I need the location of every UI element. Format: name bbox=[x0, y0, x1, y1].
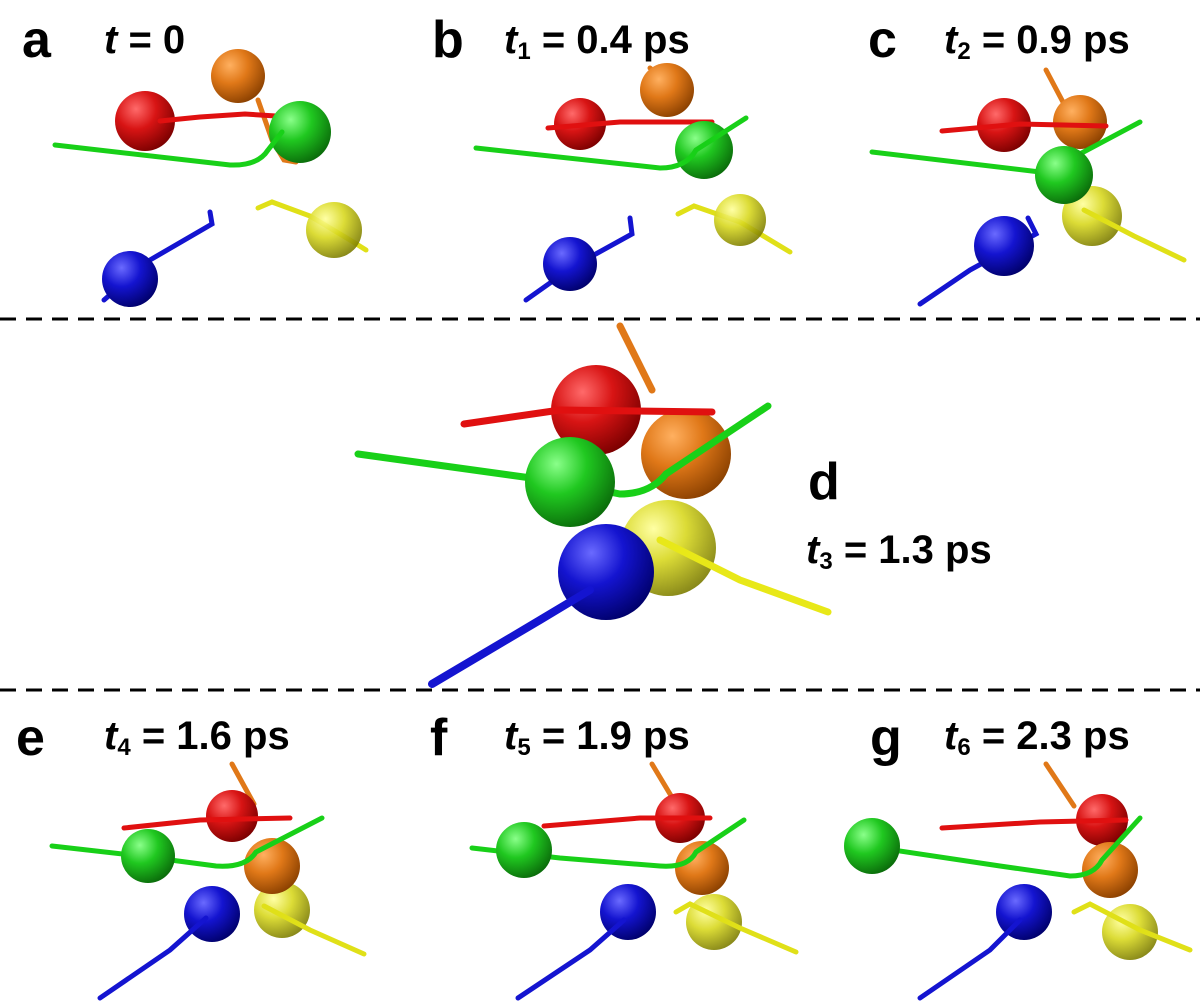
time-label-b: t1 = 0.4 ps bbox=[504, 20, 690, 64]
time-subscript: 4 bbox=[117, 734, 131, 761]
orange-chain bbox=[616, 322, 656, 394]
red-chain bbox=[460, 406, 716, 428]
green-chain bbox=[469, 817, 747, 869]
yellow-chain bbox=[1081, 207, 1187, 263]
orange-sphere bbox=[675, 841, 729, 895]
time-value: = 1.6 ps bbox=[141, 714, 290, 758]
red-chain bbox=[939, 121, 1109, 134]
blue-chain bbox=[97, 915, 209, 1001]
red-sphere bbox=[115, 91, 175, 151]
red-chain bbox=[939, 817, 1129, 831]
panel-g-molecules bbox=[844, 761, 1193, 1001]
time-value: = 0.9 ps bbox=[981, 18, 1130, 62]
blue-sphere bbox=[184, 886, 240, 942]
blue-sphere bbox=[102, 251, 158, 307]
panel-letter-d: d bbox=[808, 453, 840, 511]
panel-letter-e: e bbox=[16, 709, 45, 767]
time-symbol: t bbox=[504, 18, 518, 62]
yellow-chain bbox=[673, 901, 799, 955]
yellow-sphere bbox=[714, 194, 766, 246]
yellow-chain bbox=[656, 536, 832, 616]
time-symbol: t bbox=[504, 714, 518, 758]
time-value: = 0.4 ps bbox=[541, 18, 690, 62]
yellow-sphere bbox=[306, 202, 362, 258]
red-chain bbox=[545, 119, 715, 131]
time-symbol: t bbox=[944, 714, 958, 758]
time-label-c: t2 = 0.9 ps bbox=[944, 20, 1130, 64]
red-chain bbox=[121, 815, 293, 831]
orange-sphere bbox=[1053, 95, 1107, 149]
red-sphere bbox=[206, 790, 258, 842]
blue-sphere bbox=[558, 524, 654, 620]
panel-d-molecules bbox=[354, 322, 832, 688]
time-value: = 1.9 ps bbox=[541, 714, 690, 758]
green-sphere bbox=[844, 818, 900, 874]
orange-sphere bbox=[640, 63, 694, 117]
blue-sphere bbox=[996, 884, 1052, 940]
panel-c-molecules bbox=[869, 67, 1187, 307]
panel-b-molecules bbox=[473, 63, 793, 303]
blue-sphere bbox=[543, 237, 597, 291]
time-symbol: t bbox=[104, 714, 118, 758]
time-subscript: 3 bbox=[819, 548, 833, 575]
green-sphere bbox=[525, 437, 615, 527]
time-label-a: t = 0 bbox=[104, 20, 185, 60]
orange-sphere bbox=[211, 49, 265, 103]
time-symbol: t bbox=[944, 18, 958, 62]
time-label-d: t3 = 1.3 ps bbox=[806, 530, 992, 574]
orange-chain bbox=[1043, 761, 1077, 809]
orange-chain bbox=[229, 761, 257, 807]
green-chain bbox=[473, 115, 749, 171]
yellow-chain bbox=[261, 903, 367, 957]
green-sphere bbox=[1035, 146, 1093, 204]
blue-chain bbox=[515, 917, 627, 1001]
green-sphere bbox=[269, 101, 331, 163]
blue-chain bbox=[523, 215, 635, 303]
blue-chain bbox=[428, 586, 594, 688]
green-chain bbox=[52, 129, 285, 168]
red-chain bbox=[157, 111, 295, 124]
panel-letter-c: c bbox=[868, 11, 897, 69]
blue-sphere bbox=[974, 216, 1034, 276]
yellow-sphere bbox=[686, 894, 742, 950]
green-sphere bbox=[496, 822, 552, 878]
blue-chain bbox=[917, 917, 1023, 1001]
green-sphere bbox=[121, 829, 175, 883]
panel-letter-b: b bbox=[432, 11, 464, 69]
time-subscript: 6 bbox=[957, 734, 971, 761]
time-subscript: 2 bbox=[957, 38, 971, 65]
red-chain bbox=[541, 815, 713, 829]
panel-letter-f: f bbox=[430, 709, 448, 767]
time-value: = 2.3 ps bbox=[981, 714, 1130, 758]
orange-sphere bbox=[1082, 842, 1138, 898]
panel-letter-g: g bbox=[870, 709, 902, 767]
time-subscript: 5 bbox=[517, 734, 531, 761]
yellow-chain bbox=[1071, 901, 1193, 953]
time-subscript: 1 bbox=[517, 38, 531, 65]
panel-a-molecules bbox=[52, 49, 369, 307]
time-value: = 1.3 ps bbox=[843, 528, 992, 572]
time-value: = 0 bbox=[128, 18, 186, 62]
green-chain bbox=[49, 815, 325, 869]
panel-f-molecules bbox=[469, 761, 799, 1001]
time-label-g: t6 = 2.3 ps bbox=[944, 716, 1130, 760]
time-label-f: t5 = 1.9 ps bbox=[504, 716, 690, 760]
green-chain bbox=[877, 815, 1143, 879]
time-label-e: t4 = 1.6 ps bbox=[104, 716, 290, 760]
panel-letter-a: a bbox=[22, 11, 51, 69]
time-symbol: t bbox=[806, 528, 820, 572]
orange-chain bbox=[1043, 67, 1067, 107]
green-chain bbox=[354, 402, 772, 498]
time-symbol: t bbox=[104, 18, 118, 62]
panel-e-molecules bbox=[49, 761, 367, 1001]
